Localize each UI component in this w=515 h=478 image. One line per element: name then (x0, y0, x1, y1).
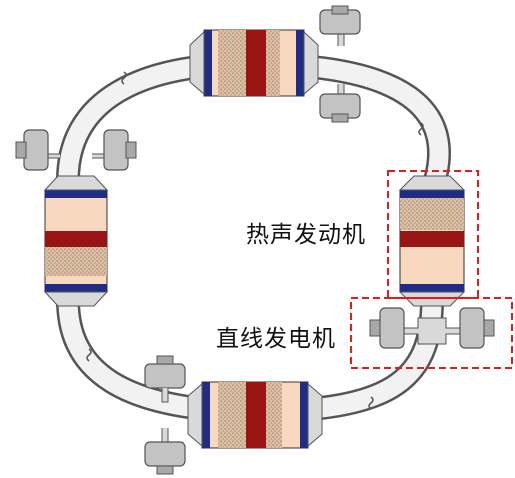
generator-right-highlighted (369, 307, 495, 349)
tube-break-marks (86, 71, 424, 410)
break-mark-bottom (368, 396, 374, 410)
highlight-box-engine (387, 170, 479, 299)
generator-bottom-left (144, 355, 186, 475)
engine-unit-top (189, 29, 319, 97)
highlight-box-generator (350, 297, 513, 369)
engine-unit-bottom (187, 381, 323, 449)
engine-unit-right (398, 175, 466, 307)
break-mark-left (86, 348, 92, 362)
engine-unit-left (43, 175, 109, 307)
generator-left (15, 129, 137, 171)
thermoacoustic-engine-label: 热声发动机 (246, 222, 366, 248)
break-mark-right (418, 122, 424, 136)
linear-generator-label: 直线发电机 (216, 326, 336, 352)
break-mark-top-left (121, 71, 127, 85)
generator-top-right (319, 5, 361, 123)
